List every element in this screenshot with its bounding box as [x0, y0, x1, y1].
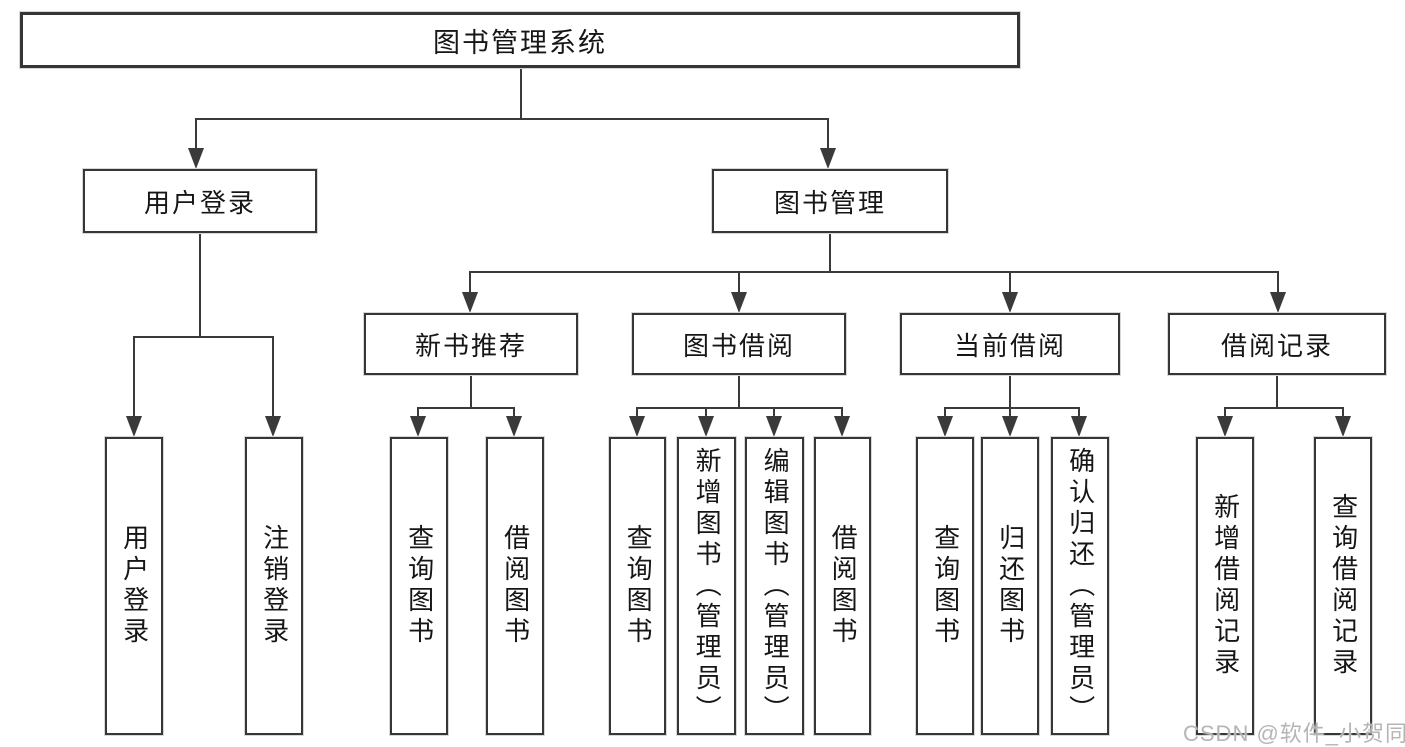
connector-line — [272, 336, 274, 419]
connector-line — [1078, 407, 1080, 420]
leaf-record-query-record: 查询借阅记录 — [1314, 437, 1372, 735]
connector-line — [829, 233, 831, 273]
leaf-borrow-borrow-book: 借阅图书 — [814, 437, 871, 735]
connector-line — [636, 407, 638, 420]
leaf-borrow-add-book-admin: 新增图书（管理员） — [677, 437, 736, 735]
connector-line — [827, 118, 829, 151]
node-user-login: 用户登录 — [83, 169, 317, 233]
arrowhead — [698, 416, 714, 437]
connector-line — [470, 375, 472, 409]
connector-line — [195, 118, 829, 120]
arrowhead — [126, 416, 142, 437]
leaf-recommend-query-book: 查询图书 — [390, 437, 448, 735]
arrowhead — [820, 148, 836, 169]
connector-line — [133, 336, 274, 338]
leaf-user-login: 用户登录 — [105, 437, 163, 735]
arrowhead — [1002, 292, 1018, 313]
connector-line — [738, 271, 740, 295]
arrowhead — [731, 292, 747, 313]
leaf-logout: 注销登录 — [245, 437, 303, 735]
connector-line — [199, 233, 201, 338]
connector-line — [1224, 407, 1226, 420]
arrowhead — [1217, 416, 1233, 437]
arrowhead — [1002, 416, 1018, 437]
arrowhead — [506, 416, 522, 437]
arrowhead — [1071, 416, 1087, 437]
node-new-book-recommend: 新书推荐 — [364, 313, 578, 375]
node-borrow-record: 借阅记录 — [1168, 313, 1386, 375]
arrowhead — [1335, 416, 1351, 437]
connector-line — [1342, 407, 1344, 420]
leaf-current-confirm-return-admin: 确认归还（管理员） — [1051, 437, 1109, 735]
arrowhead — [410, 416, 426, 437]
connector-line — [705, 407, 707, 420]
connector-line — [773, 407, 775, 420]
connector-line — [417, 407, 515, 409]
connector-line — [417, 407, 419, 420]
leaf-borrow-query-book: 查询图书 — [609, 437, 666, 735]
arrowhead — [937, 416, 953, 437]
arrowhead — [1270, 292, 1286, 313]
connector-line — [469, 271, 1279, 273]
arrowhead — [265, 416, 281, 437]
node-library-system: 图书管理系统 — [20, 12, 1020, 68]
connector-line — [513, 407, 515, 420]
leaf-record-add-record: 新增借阅记录 — [1196, 437, 1254, 735]
leaf-borrow-edit-book-admin: 编辑图书（管理员） — [745, 437, 804, 735]
connector-line — [1009, 375, 1011, 409]
connector-line — [469, 271, 471, 295]
connector-line — [1009, 407, 1011, 420]
node-book-management: 图书管理 — [712, 169, 948, 233]
arrowhead — [629, 416, 645, 437]
leaf-current-return-book: 归还图书 — [981, 437, 1039, 735]
arrowhead — [462, 292, 478, 313]
connector-line — [1009, 271, 1011, 295]
arrowhead — [834, 416, 850, 437]
connector-line — [738, 375, 740, 409]
leaf-recommend-borrow-book: 借阅图书 — [486, 437, 544, 735]
arrowhead — [766, 416, 782, 437]
connector-line — [520, 68, 522, 120]
connector-line — [944, 407, 946, 420]
arrowhead — [188, 148, 204, 169]
leaf-current-query-book: 查询图书 — [916, 437, 974, 735]
node-current-borrow: 当前借阅 — [900, 313, 1120, 375]
connector-line — [195, 118, 197, 151]
connector-line — [1276, 375, 1278, 409]
connector-line — [133, 336, 135, 419]
connector-line — [1224, 407, 1344, 409]
connector-line — [1277, 271, 1279, 295]
node-book-borrow: 图书借阅 — [632, 313, 846, 375]
connector-line — [944, 407, 1080, 409]
connector-line — [636, 407, 843, 409]
csdn-watermark: CSDN @软件_小贺同学 — [1183, 721, 1405, 746]
connector-line — [841, 407, 843, 420]
